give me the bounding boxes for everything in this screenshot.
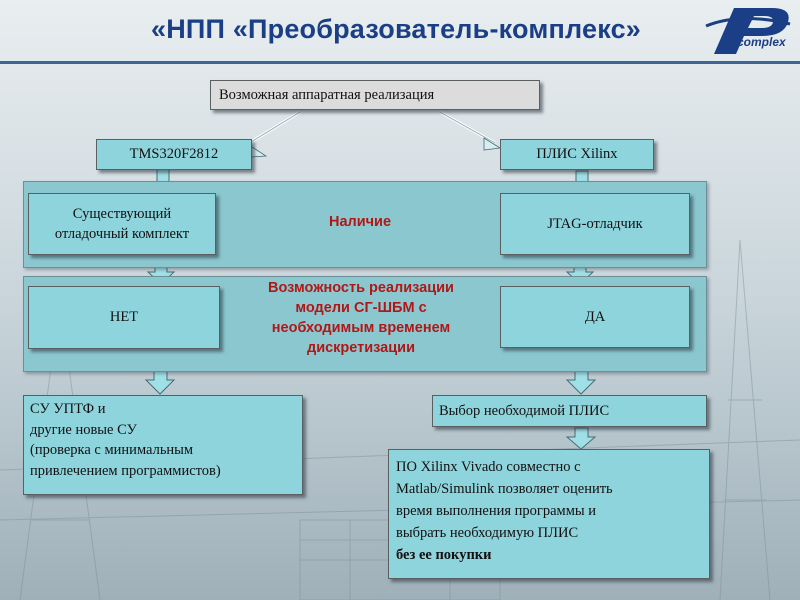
feasibility-label: Возможность реализации модели СГ-ШБМ с н…	[226, 278, 496, 358]
jtag-debugger-box: JTAG-отладчик	[500, 193, 690, 255]
company-logo-icon	[705, 8, 791, 54]
xilinx-fpga-box: ПЛИС Xilinx	[500, 139, 654, 170]
tms-chip-box: TMS320F2812	[96, 139, 252, 170]
fpga-selection-label: Выбор необходимой ПЛИС	[439, 402, 610, 419]
feasibility-line-4: дискретизации	[306, 340, 415, 356]
debug-kit-line-2: отладочный комплект	[54, 226, 190, 242]
logo-text: complex	[737, 35, 786, 49]
vivado-line-1: ПО Xilinx Vivado совместно с	[396, 459, 581, 475]
feasibility-line-2: модели СГ-ШБМ с	[295, 300, 427, 316]
hardware-implementation-label: Возможная аппаратная реализация	[219, 86, 435, 103]
vivado-line-4: выбрать необходимую ПЛИС	[396, 525, 579, 541]
vivado-software-box: ПО Xilinx Vivado совместно с Matlab/Simu…	[388, 449, 710, 579]
page-title: «НПП «Преобразователь-комплекс»	[150, 14, 642, 44]
fpga-selection-box: Выбор необходимой ПЛИС	[432, 395, 707, 427]
control-systems-line-4: привлечением программистов)	[30, 462, 221, 479]
no-box: НЕТ	[28, 286, 220, 349]
vivado-line-bold: без ее покупки	[396, 547, 492, 563]
hardware-implementation-box: Возможная аппаратная реализация	[210, 80, 540, 110]
arrow-select-to-software	[565, 427, 597, 450]
vivado-line-3: время выполнения программы и	[396, 503, 597, 519]
debug-kit-line-1: Существующий	[72, 206, 172, 222]
control-systems-line-2: другие новые СУ	[30, 421, 137, 438]
control-systems-box: СУ УПТФ и другие новые СУ (проверка с ми…	[23, 395, 303, 495]
feasibility-line-3: необходимым временем	[271, 320, 451, 336]
feasibility-line-1: Возможность реализации	[268, 280, 454, 296]
jtag-debugger-label: JTAG-отладчик	[547, 215, 643, 232]
vivado-line-2: Matlab/Simulink позволяет оценить	[396, 481, 613, 497]
xilinx-fpga-label: ПЛИС Xilinx	[536, 146, 618, 162]
yes-label: ДА	[584, 308, 606, 325]
header-divider	[0, 61, 800, 64]
control-systems-line-1: СУ УПТФ и	[30, 401, 106, 417]
diagonal-arrow-right	[439, 110, 502, 151]
availability-label: Наличие	[328, 214, 392, 230]
yes-box: ДА	[500, 286, 690, 348]
debug-kit-box: Существующий отладочный комплект	[28, 193, 216, 255]
control-systems-line-3: (проверка с минимальным	[30, 442, 194, 458]
tms-chip-label: TMS320F2812	[129, 146, 219, 162]
no-label: НЕТ	[109, 309, 139, 325]
